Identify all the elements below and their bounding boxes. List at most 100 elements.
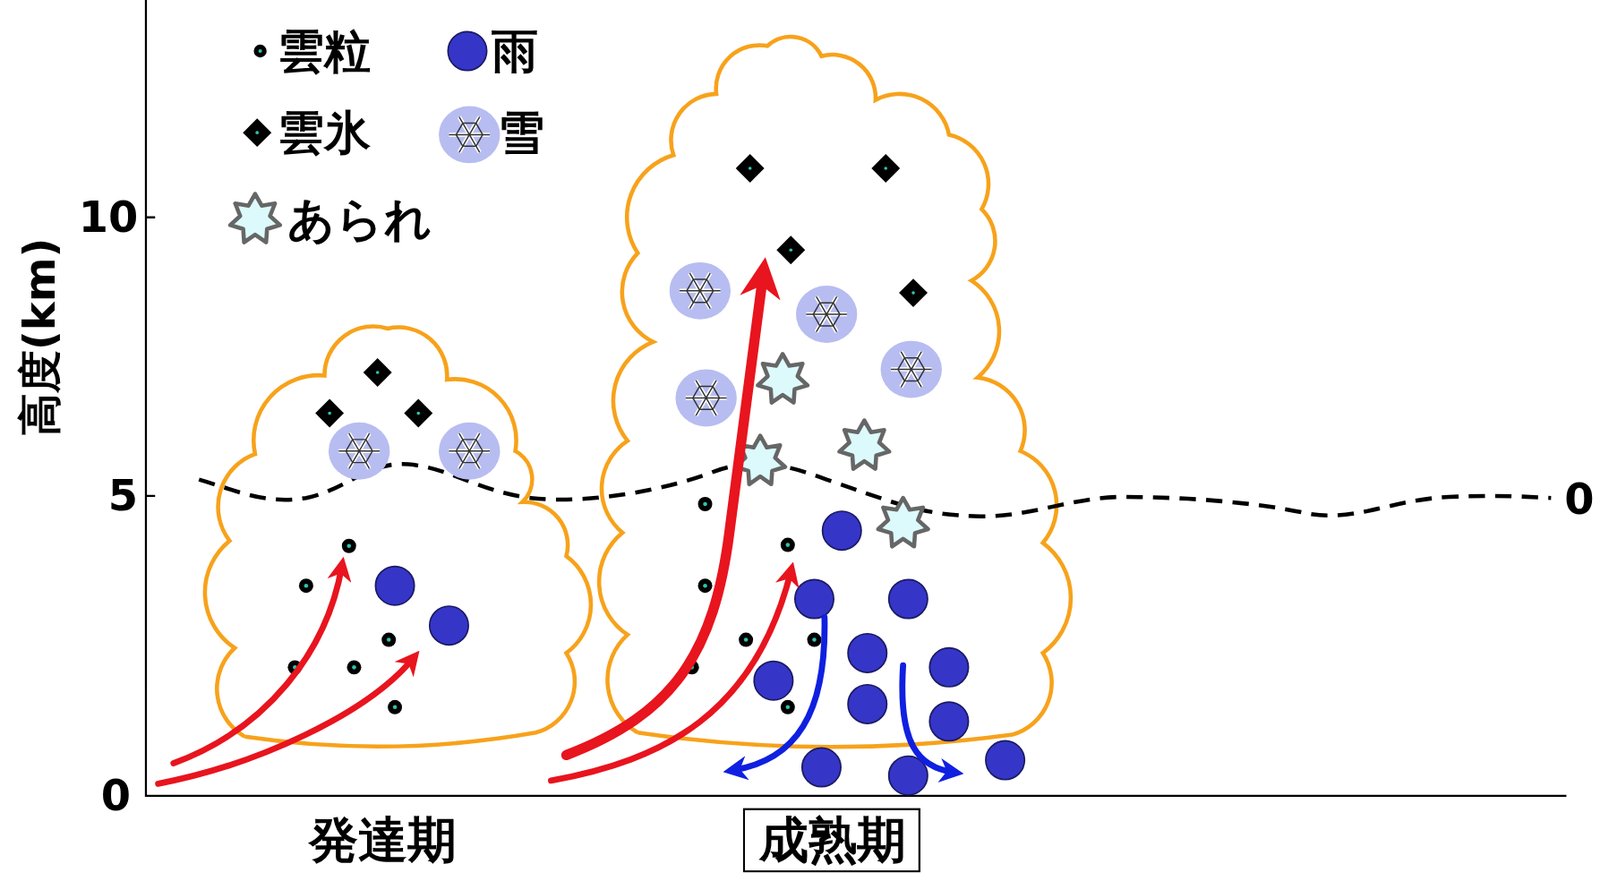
cloud-ice: [911, 290, 916, 295]
tick-label: 10: [78, 194, 139, 242]
snowflake: [693, 386, 720, 411]
snowflake: [881, 341, 942, 399]
snowflake: [448, 117, 490, 153]
downdraft-arrow: [732, 617, 825, 771]
raindrop: [889, 579, 928, 618]
snowflake: [448, 433, 490, 469]
raindrop: [929, 648, 968, 687]
raindrop: [795, 579, 834, 618]
cloud-ice: [776, 235, 805, 265]
freezing-line: [198, 463, 1551, 517]
raindrop: [929, 701, 968, 741]
cloud-ice: [376, 370, 380, 375]
snowflake: [438, 422, 500, 480]
axis-title: 高度(km): [17, 238, 65, 437]
cloud-droplet: [698, 496, 713, 512]
raindrop: [429, 606, 469, 645]
cloud-droplet: [346, 543, 351, 548]
snowflake: [812, 302, 840, 326]
graupel: [230, 194, 281, 243]
raindrop: [802, 747, 841, 787]
legend-label: 雨: [491, 25, 539, 78]
snowflake: [328, 422, 390, 480]
tick-label: 0: [101, 772, 131, 821]
snowflake: [805, 296, 848, 332]
raindrop: [447, 31, 487, 70]
cloud-droplet: [786, 705, 791, 711]
legend-label: 雲氷: [277, 106, 372, 159]
raindrop: [822, 511, 862, 550]
legend-label: 雪: [497, 106, 545, 159]
cloud-droplet: [807, 633, 822, 648]
cloud-droplet: [702, 583, 708, 589]
snowflake: [890, 351, 933, 387]
cloud-ice: [327, 411, 332, 416]
cloud-droplet: [780, 700, 796, 715]
isotherm-label: 0: [1564, 476, 1594, 524]
cloud-droplet: [786, 542, 791, 548]
updraft-arrow: [173, 566, 343, 764]
cloud-droplet: [738, 633, 753, 648]
cloud-droplet: [744, 637, 749, 642]
graupel: [757, 353, 808, 403]
stage-label: 成熟期: [759, 812, 905, 867]
legend-label: あられ: [287, 193, 432, 246]
legend-label: 雲粒: [277, 25, 372, 78]
snowflake: [455, 439, 483, 463]
cloud-droplet: [698, 578, 713, 593]
raindrop: [753, 661, 793, 701]
cloud-droplet: [258, 49, 263, 53]
graupel: [878, 497, 929, 547]
snowflake: [805, 296, 848, 332]
cloud-ice: [871, 154, 900, 183]
cloud-ice: [363, 358, 393, 387]
cloud-ice: [735, 154, 765, 183]
snowflake: [455, 123, 483, 147]
snowflake: [890, 351, 933, 387]
cloud-ice: [883, 166, 888, 171]
cloud-droplet: [381, 633, 396, 648]
snowflake: [345, 439, 373, 463]
cloud-droplet: [346, 659, 361, 675]
snowflake: [685, 380, 728, 416]
tick-label: 5: [108, 472, 138, 521]
cloud-ice: [748, 166, 753, 171]
cloud-droplet: [351, 665, 357, 670]
snowflake: [898, 358, 925, 382]
raindrop: [375, 566, 414, 606]
cloud-outline: [205, 326, 591, 747]
snowflake: [448, 433, 490, 469]
snowflake: [338, 433, 380, 469]
graupel: [839, 420, 890, 470]
snowflake: [338, 433, 380, 469]
stage-box: 成熟期: [743, 807, 921, 873]
cloud-droplet: [393, 705, 398, 711]
cloud-droplet: [780, 538, 796, 553]
raindrop: [847, 633, 887, 673]
snowflake: [795, 285, 857, 343]
cloud-ice: [255, 130, 259, 135]
cloud-ice: [898, 278, 928, 308]
cloud-droplet: [702, 502, 708, 507]
cloud-droplet: [299, 578, 314, 593]
raindrop: [847, 684, 887, 724]
snowflake: [669, 262, 731, 320]
snowflake: [448, 117, 490, 153]
cloud-ice: [242, 118, 272, 147]
updraft-arrow: [566, 273, 764, 755]
stage-label: 発達期: [308, 812, 456, 867]
updraft-arrow: [550, 571, 791, 781]
snowflake: [685, 380, 728, 416]
cloud-ice: [788, 248, 793, 252]
snowflake: [675, 369, 736, 428]
updraft-arrow: [158, 658, 414, 784]
cloud-ice: [315, 399, 344, 428]
cloud-ice: [416, 411, 420, 416]
cloud-droplet: [304, 583, 309, 589]
tick: [145, 217, 155, 497]
raindrop: [985, 740, 1025, 779]
cloud-ice: [403, 399, 433, 428]
cloud-droplet: [253, 44, 266, 58]
